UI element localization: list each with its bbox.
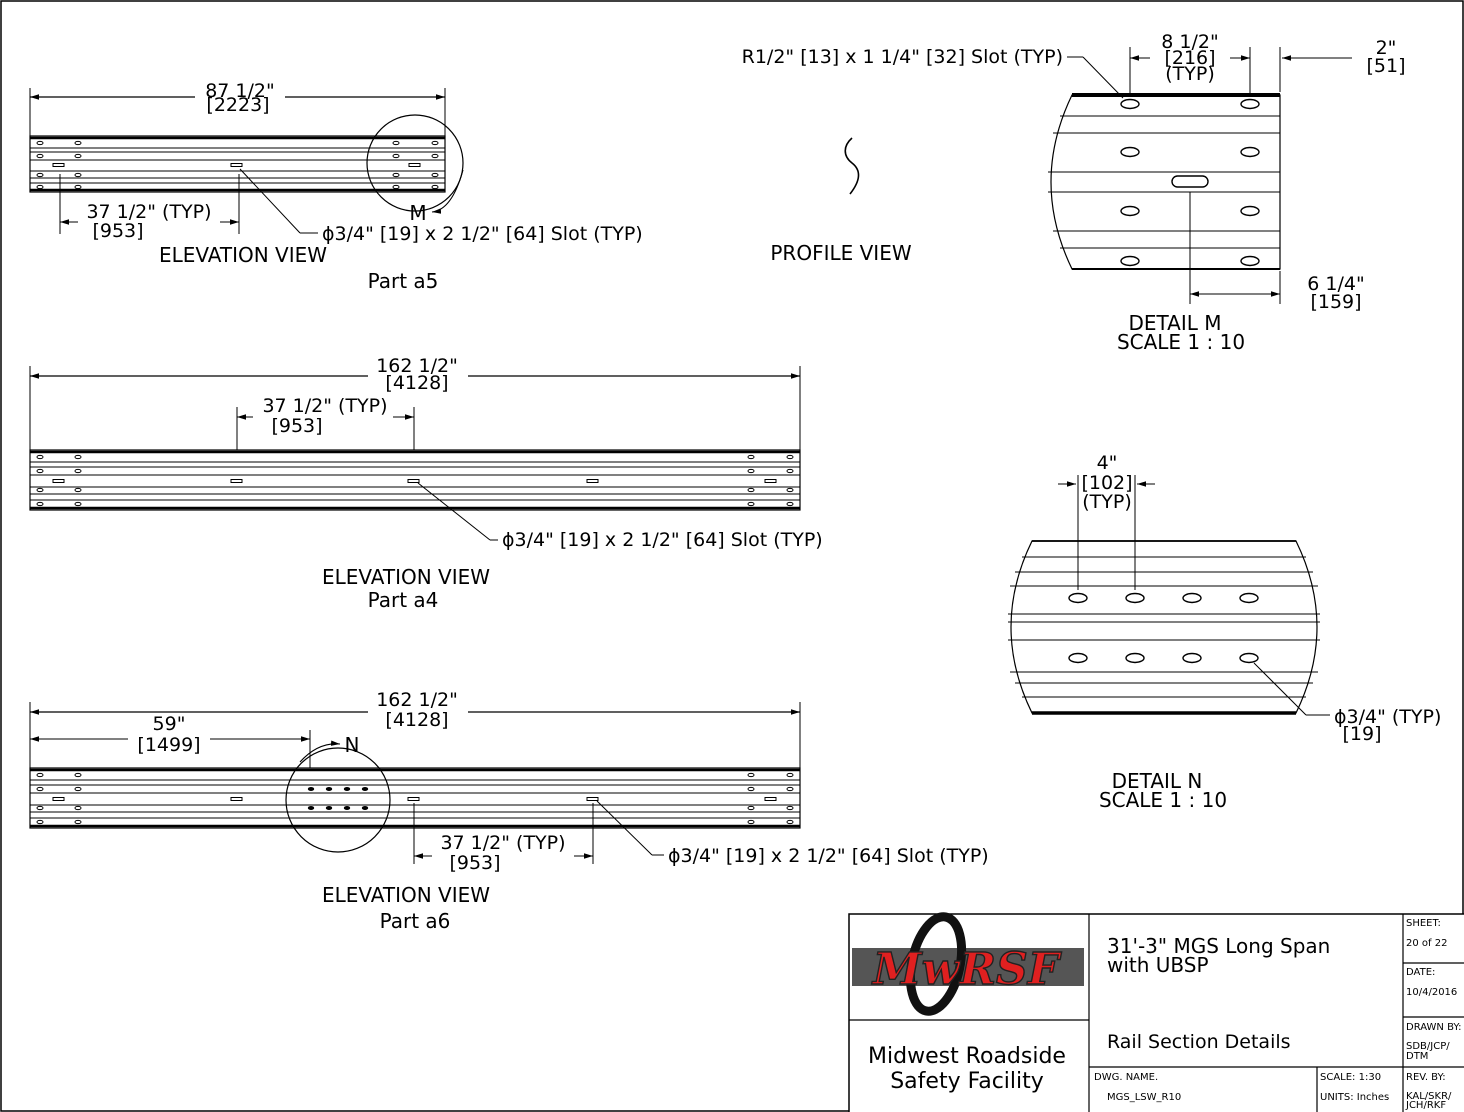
detail-n-spacing-typ: (TYP) (1082, 491, 1132, 513)
a5-slot-note: ϕ3/4" [19] x 2 1/2" [64] Slot (TYP) (322, 223, 643, 245)
sheet-number: 20 of 22 (1406, 938, 1447, 949)
rev-by-line2: JCH/RKF (1405, 1100, 1446, 1111)
a6-overall-dim-mm: [4128] (385, 709, 448, 731)
detail-m-edge-mm: [51] (1366, 55, 1405, 77)
detail-n-scale: SCALE 1 : 10 (1099, 788, 1227, 812)
sheet-label: SHEET: (1406, 918, 1441, 929)
detail-m: R1/2" [13] x 1 1/4" [32] Slot (TYP) 8 1/… (742, 31, 1406, 354)
detail-m-spacing: 8 1/2" (1161, 31, 1218, 53)
a6-spacing-dim-mm: [953] (449, 852, 500, 874)
a4-spacing-dim-mm: [953] (271, 415, 322, 437)
part-a4-elevation: 162 1/2" [4128] 37 1/2" (TYP) [953] (29, 355, 823, 612)
a4-overall-dim: 162 1/2" (376, 355, 458, 377)
a6-overall-dim: 162 1/2" (376, 689, 458, 711)
project-line1: 31'-3" MGS Long Span (1107, 934, 1330, 958)
a4-spacing-dim: 37 1/2" (TYP) (262, 395, 387, 417)
detail-m-spacing-typ: (TYP) (1165, 63, 1215, 85)
a6-slot-note: ϕ3/4" [19] x 2 1/2" [64] Slot (TYP) (668, 845, 989, 867)
detail-m-edge: 2" (1376, 37, 1397, 59)
a6-spacing-dim: 37 1/2" (TYP) (440, 832, 565, 854)
a5-view-name: ELEVATION VIEW (159, 243, 327, 267)
detail-m-center-mm: [159] (1310, 291, 1361, 313)
rev-by-line1: KAL/SKR/ (1406, 1091, 1452, 1102)
mwrsf-logo: MwRSF (852, 912, 1084, 1016)
detail-n-hole: ϕ3/4" (TYP) (1334, 706, 1441, 728)
drawn-by-label: DRAWN BY: (1406, 1022, 1462, 1033)
logo-text: MwRSF (871, 944, 1062, 995)
a5-part-label: Part a5 (368, 269, 439, 293)
profile-view-name: PROFILE VIEW (770, 241, 911, 265)
detail-n-spacing-mm: [102] (1081, 472, 1132, 494)
project-line2: with UBSP (1107, 953, 1209, 977)
detail-m-scale: SCALE 1 : 10 (1117, 330, 1245, 354)
sheet-title: Rail Section Details (1107, 1031, 1291, 1053)
dwg-name: MGS_LSW_R10 (1107, 1092, 1181, 1103)
a5-overall-dim-mm: [2223] (206, 94, 269, 116)
detail-n-title: DETAIL N (1112, 769, 1203, 793)
a5-detail-marker: M (409, 201, 426, 225)
units-label: UNITS: Inches (1320, 1092, 1389, 1103)
a6-view-name: ELEVATION VIEW (322, 883, 490, 907)
scale-label: SCALE: 1:30 (1320, 1072, 1381, 1083)
profile-view: PROFILE VIEW (770, 137, 912, 265)
rev-by-label: REV. BY: (1406, 1072, 1446, 1083)
a6-part-label: Part a6 (380, 909, 451, 933)
a6-detail-marker: N (345, 733, 360, 757)
date-value: 10/4/2016 (1406, 987, 1457, 998)
a4-view-name: ELEVATION VIEW (322, 565, 490, 589)
a6-offset-dim: 59" (153, 713, 186, 735)
a6-offset-dim-mm: [1499] (137, 734, 200, 756)
detail-m-title: DETAIL M (1128, 311, 1221, 335)
a4-part-label: Part a4 (368, 588, 439, 612)
detail-m-slot-note: R1/2" [13] x 1 1/4" [32] Slot (TYP) (742, 46, 1063, 68)
a5-spacing-dim: 37 1/2" (TYP) (86, 201, 211, 223)
drawn-by-line2: DTM (1406, 1051, 1428, 1062)
org-line2: Safety Facility (890, 1069, 1044, 1094)
a5-overall-dim: 87 1/2" (205, 80, 275, 102)
title-block: MwRSF Midwest Roadside Safety Facility 3… (848, 912, 1464, 1112)
detail-n-spacing: 4" (1097, 452, 1118, 474)
dwg-name-label: DWG. NAME. (1094, 1072, 1158, 1083)
org-line1: Midwest Roadside (868, 1044, 1066, 1069)
detail-n-hole-mm: [19] (1342, 723, 1381, 745)
part-a5-elevation: 87 1/2" [2223] M 37 1/2" (29, 80, 643, 293)
detail-n: 4" [102] (TYP) ϕ3/4" (TYP) [19] DETAIL N… (1008, 452, 1441, 812)
a5-spacing-dim-mm: [953] (92, 220, 143, 242)
part-a6-elevation: 162 1/2" [4128] 59" [1499] (29, 689, 989, 933)
drawn-by-line1: SDB/JCP/ (1406, 1041, 1450, 1052)
a4-overall-dim-mm: [4128] (385, 372, 448, 394)
detail-m-spacing-mm: [216] (1164, 47, 1215, 69)
a4-slot-note: ϕ3/4" [19] x 2 1/2" [64] Slot (TYP) (502, 529, 823, 551)
detail-m-center: 6 1/4" (1307, 273, 1364, 295)
date-label: DATE: (1406, 967, 1435, 978)
